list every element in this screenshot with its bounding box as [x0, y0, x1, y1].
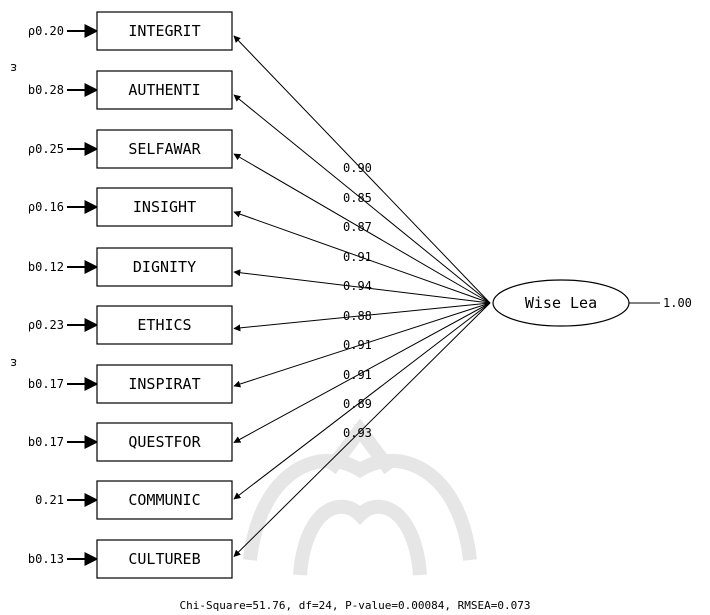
error-value: b0.17: [28, 435, 64, 449]
error-value: ρ0.23: [28, 318, 64, 332]
indicator-boxes: INTEGRIT AUTHENTI SELFAWAR INSIGHT DIGNITY ET…: [96, 11, 233, 579]
loading-value: 0.94: [343, 279, 372, 293]
latent-variable: Wise Lea 1.00: [492, 279, 692, 327]
loading-value: 0.91: [343, 368, 372, 382]
loading-arrow: [233, 302, 491, 500]
loading-arrow: [233, 35, 491, 304]
edge-mark-2: ᴈ: [10, 355, 17, 369]
indicator-box: [96, 422, 233, 462]
error-labels: ρ0.20 b0.28 ρ0.25 ρ0.16 b0.12 ρ0.23 b0.17 b0.17…: [28, 24, 64, 566]
error-value: b0.13: [28, 552, 64, 566]
error-value: b0.28: [28, 83, 64, 97]
indicator-box: [96, 480, 233, 520]
indicator-box: [96, 129, 233, 169]
loading-arrow: [233, 94, 491, 304]
indicator-box: [96, 11, 233, 51]
error-value: ρ0.25: [28, 142, 64, 156]
error-value: 0.21: [35, 493, 64, 507]
error-value: b0.12: [28, 260, 64, 274]
latent-variance: 1.00: [663, 296, 692, 310]
loading-arrow: [233, 302, 491, 443]
error-value: ρ0.20: [28, 24, 64, 38]
loading-arrow: [233, 302, 491, 557]
loading-value: 0.87: [343, 220, 372, 234]
indicator-label: DIGNITY: [133, 258, 196, 276]
loading-value: 0.93: [343, 426, 372, 440]
loading-value: 0.91: [343, 250, 372, 264]
loading-arrow: [233, 153, 491, 304]
indicator-label: CULTUREB: [128, 550, 200, 568]
watermark-logo: [243, 418, 477, 576]
loading-arrow: [233, 210, 491, 304]
indicator-label: COMMUNIC: [128, 491, 200, 509]
loading-value: 0.89: [343, 397, 372, 411]
indicator-box: [96, 187, 233, 227]
loading-value: 0.91: [343, 338, 372, 352]
indicator-label: QUESTFOR: [128, 433, 201, 451]
indicator-label: ETHICS: [137, 316, 191, 334]
loading-labels: 0.90 0.85 0.87 0.91 0.94 0.88 0.91 0.91 0.89 0.93: [343, 161, 372, 440]
loading-value: 0.88: [343, 309, 372, 323]
indicator-label: INSPIRAT: [128, 375, 200, 393]
indicator-box: [96, 70, 233, 110]
indicator-box: [96, 539, 233, 579]
indicator-box: [96, 305, 233, 345]
loading-value: 0.90: [343, 161, 372, 175]
indicator-box: [96, 247, 233, 287]
loading-value: 0.85: [343, 191, 372, 205]
error-value: b0.17: [28, 377, 64, 391]
edges: [67, 24, 491, 566]
loading-arrow: [233, 302, 491, 332]
indicator-label: INTEGRIT: [128, 22, 200, 40]
indicator-label: SELFAWAR: [128, 140, 201, 158]
edge-mark-1: ᴈ: [10, 60, 17, 74]
error-value: ρ0.16: [28, 200, 64, 214]
indicator-label: INSIGHT: [133, 198, 196, 216]
loading-arrow: [233, 302, 491, 388]
indicator-box: [96, 364, 233, 404]
latent-label: Wise Lea: [525, 294, 597, 312]
indicator-label: AUTHENTI: [128, 81, 200, 99]
loading-arrow: [233, 269, 491, 304]
fit-statistics: Chi-Square=51.76, df=24, P-value=0.00084…: [180, 599, 531, 612]
